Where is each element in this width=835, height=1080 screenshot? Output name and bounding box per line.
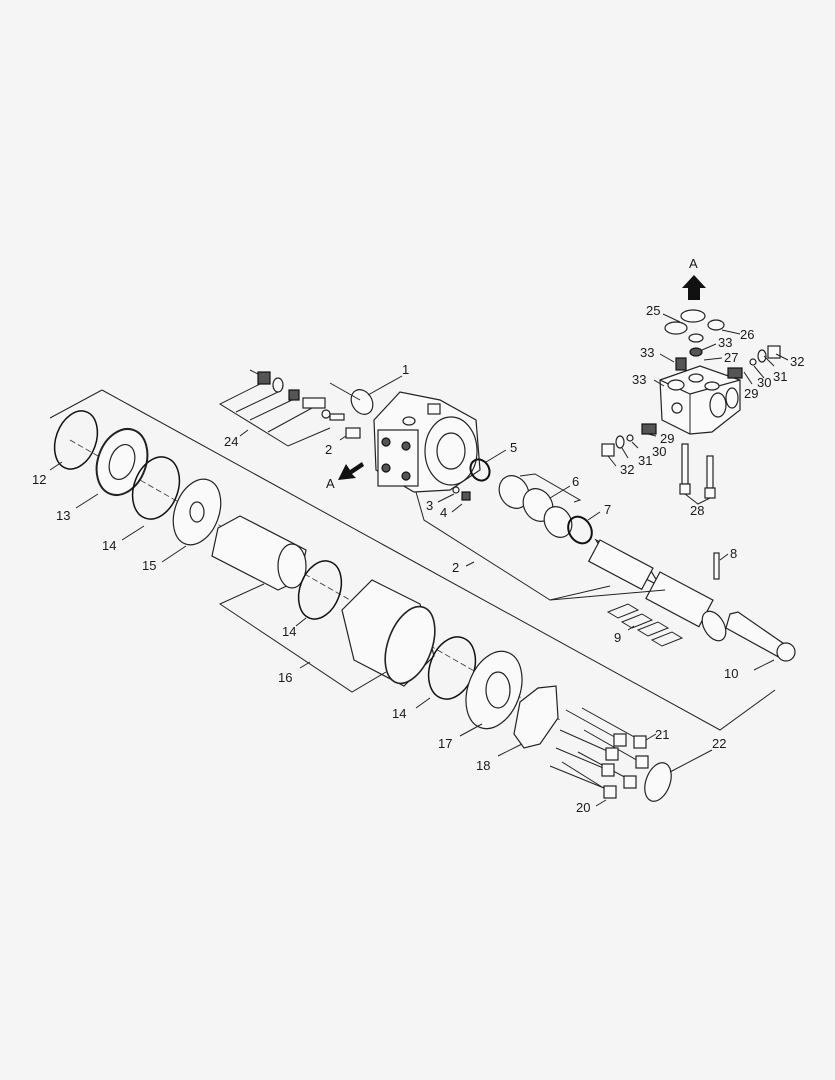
callout-32-right: 32 (790, 354, 804, 369)
callout-1: 1 (402, 362, 409, 377)
callout-7: 7 (604, 502, 611, 517)
callout-28: 28 (690, 503, 704, 518)
callout-27: 27 (724, 350, 738, 365)
assembly-bracket (49, 389, 776, 731)
view-arrow-up-icon (682, 275, 706, 300)
callout-30-right: 30 (757, 375, 771, 390)
callout-32-left: 32 (620, 462, 634, 477)
callout-12: 12 (32, 472, 46, 487)
callout-18: 18 (476, 758, 490, 773)
callout-14-mid: 14 (282, 624, 296, 639)
view-label-a-housing: A (326, 476, 335, 491)
callout-13: 13 (56, 508, 70, 523)
callout-4: 4 (440, 505, 447, 520)
callout-3: 3 (426, 498, 433, 513)
callout-33-top: 33 (718, 335, 732, 350)
callout-17: 17 (438, 736, 452, 751)
callout-2-spool: 2 (452, 560, 459, 575)
callout-14-left: 14 (102, 538, 116, 553)
callout-26: 26 (740, 327, 754, 342)
callout-21: 21 (655, 727, 669, 742)
drive-shaft: 10 (724, 611, 796, 681)
callout-2-top: 2 (325, 442, 332, 457)
bearing-stack: 5 6 7 (469, 440, 611, 545)
relief-valve-kit: 24 (218, 369, 345, 449)
spool-sleeve: 2 (415, 491, 727, 642)
callout-29-right: 29 (744, 386, 758, 401)
valve-block-detail-a: A (601, 256, 804, 518)
view-label-a-top: A (689, 256, 698, 271)
callout-31-right: 31 (773, 369, 787, 384)
callout-10: 10 (724, 666, 738, 681)
callout-33-mid: 33 (640, 345, 654, 360)
callout-31-left: 31 (638, 453, 652, 468)
callout-14-right: 14 (392, 706, 406, 721)
callout-22: 22 (712, 736, 726, 751)
centering-springs: 9 (606, 603, 684, 647)
end-plate-group: 17 18 21 20 22 (438, 650, 726, 815)
gerotor-set: 14 16 14 (211, 515, 477, 721)
callout-9: 9 (614, 630, 621, 645)
view-arrow-down-left-icon (338, 462, 364, 480)
callout-33-block: 33 (632, 372, 646, 387)
callout-8: 8 (730, 546, 737, 561)
callout-24: 24 (224, 434, 238, 449)
callout-15: 15 (142, 558, 156, 573)
callout-6: 6 (572, 474, 579, 489)
pin-8: 8 (713, 546, 737, 580)
valve-housing: 1 2 A 3 4 (325, 362, 481, 520)
callout-25: 25 (646, 303, 660, 318)
callout-5: 5 (510, 440, 517, 455)
callout-29-left: 29 (660, 431, 674, 446)
callout-16: 16 (278, 670, 292, 685)
callout-20: 20 (576, 800, 590, 815)
left-end-stack: 12 13 14 15 (32, 410, 561, 721)
callout-30-left: 30 (652, 444, 666, 459)
